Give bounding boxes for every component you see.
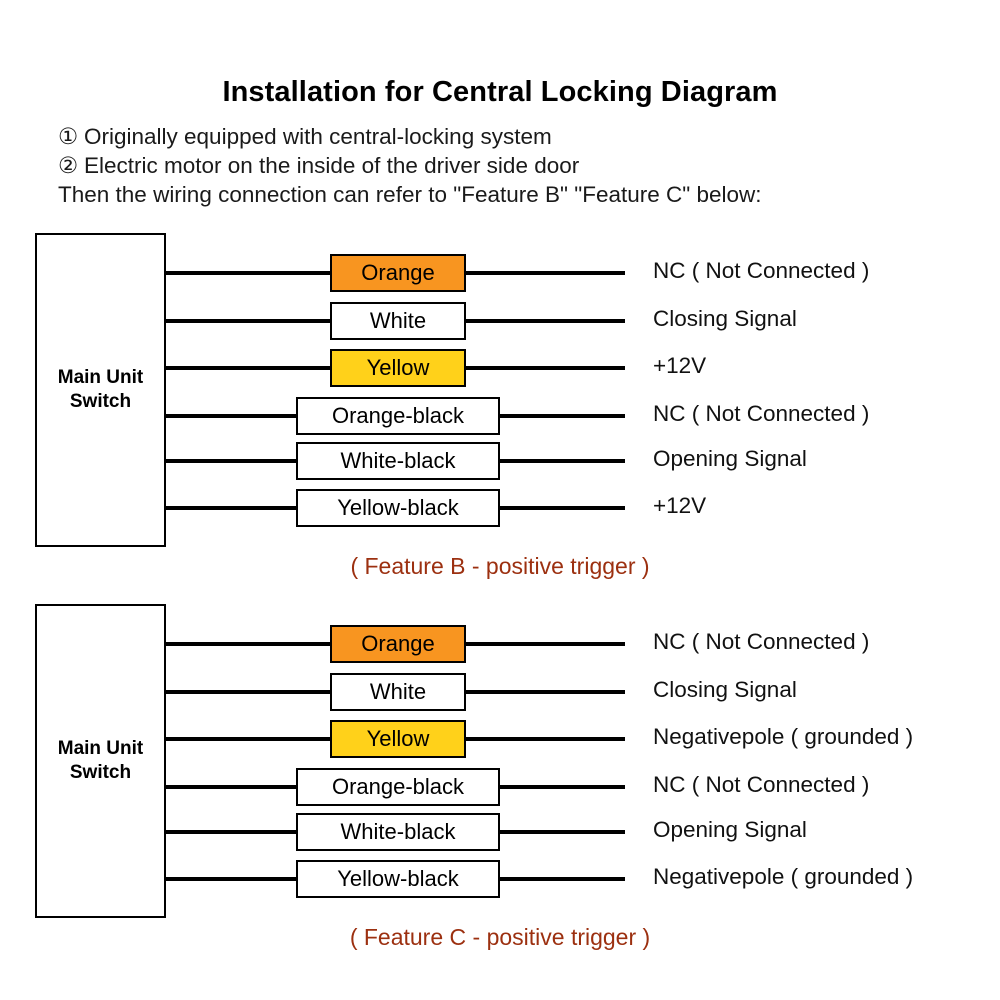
wire-segment-right: [466, 366, 625, 370]
wire-segment-left: [166, 830, 296, 834]
wire-segment-right: [500, 414, 625, 418]
wire-segment-right: [466, 737, 625, 741]
intro-text-1: Originally equipped with central-locking…: [84, 124, 552, 149]
wire-segment-right: [466, 690, 625, 694]
wire-segment-right: [500, 506, 625, 510]
signal-label: NC ( Not Connected ): [653, 258, 870, 283]
signal-label: Closing Signal: [653, 677, 797, 702]
wire-segment-right: [500, 877, 625, 881]
signal-label: Negativepole ( grounded ): [653, 864, 914, 889]
intro-line: Then the wiring connection can refer to …: [58, 180, 978, 209]
wire-segment-right: [500, 785, 625, 789]
wire-label-chip: Yellow-black: [296, 489, 500, 527]
signal-label: +12V: [653, 353, 707, 378]
wire-segment-right: [466, 271, 625, 275]
bullet-number-1: ①: [58, 124, 79, 149]
wire-segment-left: [166, 271, 330, 275]
block-caption-feature-b: ( Feature B - positive trigger ): [350, 553, 650, 579]
main-unit-switch-label: Main Unit Switch: [57, 367, 144, 412]
wire-segment-left: [166, 366, 330, 370]
signal-label: NC ( Not Connected ): [653, 629, 870, 654]
wire-segment-left: [166, 642, 330, 646]
wire-segment-left: [166, 737, 330, 741]
signal-label: +12V: [653, 493, 707, 518]
wire-label-chip: White: [330, 673, 466, 711]
signal-label: NC ( Not Connected ): [653, 772, 870, 797]
page-title: Installation for Central Locking Diagram: [222, 76, 778, 108]
signal-label: NC ( Not Connected ): [653, 401, 870, 426]
wire-segment-left: [166, 877, 296, 881]
main-unit-switch-box: Main Unit Switch: [35, 233, 166, 547]
wire-label-chip: Yellow: [330, 720, 466, 758]
wire-label-chip: Yellow-black: [296, 860, 500, 898]
wire-segment-right: [500, 830, 625, 834]
wire-label-chip: Orange: [330, 625, 466, 663]
signal-label: Closing Signal: [653, 306, 797, 331]
main-unit-switch-box: Main Unit Switch: [35, 604, 166, 918]
wire-segment-left: [166, 319, 330, 323]
wire-label-chip: Yellow: [330, 349, 466, 387]
main-unit-switch-label: Main Unit Switch: [57, 738, 144, 783]
signal-label: Opening Signal: [653, 446, 807, 471]
wire-label-chip: Orange-black: [296, 768, 500, 806]
block-caption-feature-c: ( Feature C - positive trigger ): [349, 924, 651, 950]
wire-segment-left: [166, 459, 296, 463]
wire-label-chip: Orange: [330, 254, 466, 292]
bullet-number-2: ②: [58, 153, 79, 178]
signal-label: Negativepole ( grounded ): [653, 724, 914, 749]
wire-label-chip: White-black: [296, 442, 500, 480]
wire-label-chip: White-black: [296, 813, 500, 851]
wire-segment-right: [500, 459, 625, 463]
wire-segment-right: [466, 319, 625, 323]
intro-text-2: Electric motor on the inside of the driv…: [84, 153, 580, 178]
wire-label-chip: White: [330, 302, 466, 340]
wire-segment-left: [166, 506, 296, 510]
intro-text-3: Then the wiring connection can refer to …: [58, 182, 762, 207]
wire-segment-left: [166, 785, 296, 789]
wire-label-chip: Orange-black: [296, 397, 500, 435]
wire-segment-left: [166, 414, 296, 418]
wire-segment-left: [166, 690, 330, 694]
signal-label: Opening Signal: [653, 817, 807, 842]
wire-segment-right: [466, 642, 625, 646]
